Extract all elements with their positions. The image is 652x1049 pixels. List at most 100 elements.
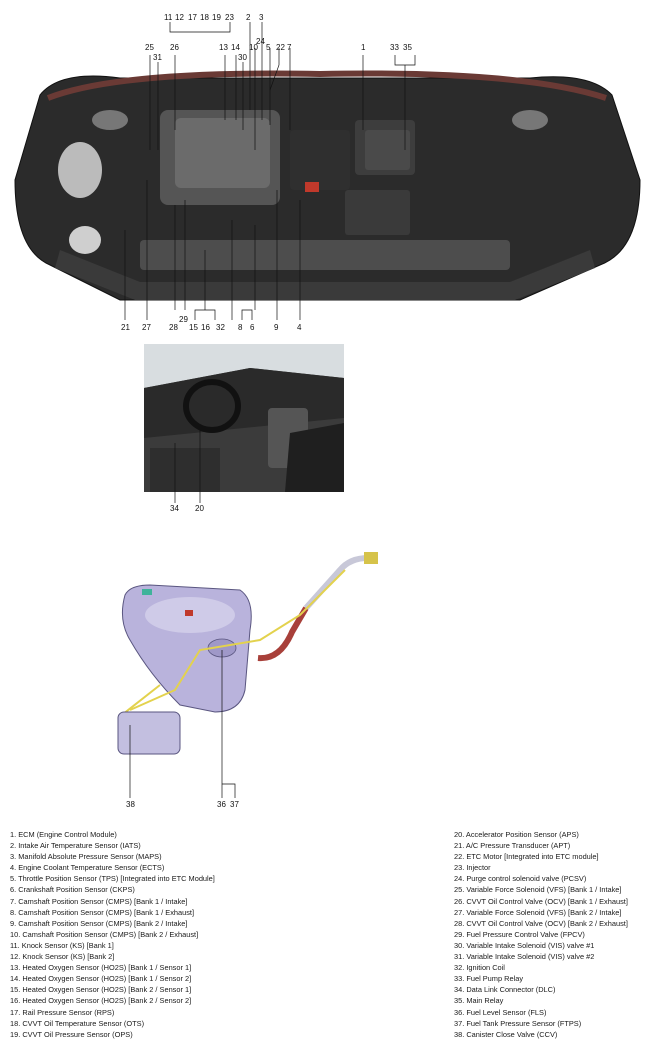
legend-item: 8. Camshaft Position Sensor (CMPS) [Bank… [10,907,195,917]
legend-item: 4. Engine Coolant Temperature Sensor (EC… [10,863,165,873]
callout-18: 18 [200,13,209,22]
legend-item: 13. Heated Oxygen Sensor (HO2S) [Bank 1 … [10,963,192,973]
callout-28: 28 [169,323,178,332]
callout-8: 8 [238,323,243,332]
callout-32: 32 [216,323,225,332]
callout-9: 9 [274,323,279,332]
legend-item: 28. CVVT Oil Control Valve (OCV) [Bank 2… [454,918,628,928]
callout-21: 21 [121,323,130,332]
callout-2: 2 [246,13,251,22]
steering-wheel [183,379,241,433]
callout-16: 16 [201,323,210,332]
callout-38: 38 [126,800,135,809]
battery [345,190,410,235]
legend-item: 32. Ignition Coil [454,963,505,973]
legend-item: 12. Knock Sensor (KS) [Bank 2] [10,952,115,962]
callout-15: 15 [189,323,198,332]
legend-item: 35. Main Relay [454,996,504,1006]
legend-item: 11. Knock Sensor (KS) [Bank 1] [10,940,114,950]
callout-5: 5 [266,43,271,52]
legend-item: 37. Fuel Tank Pressure Sensor (FTPS) [454,1018,582,1028]
callout-1: 1 [361,43,366,52]
callout-31: 31 [153,53,162,62]
air-filter-box [290,130,350,190]
filler-neck-cap [364,552,378,564]
callout-12: 12 [175,13,184,22]
strut-mount-left [92,110,128,130]
legend-item: 26. CVVT Oil Control Valve (OCV) [Bank 1… [454,896,628,906]
engine-bay-diagram: 11 12 17 18 19 23 2 3 24 25 26 13 14 10 … [14,13,641,332]
callout-20: 20 [195,504,204,513]
callout-30: 30 [238,53,247,62]
callout-24: 24 [256,37,265,46]
engine-cover [175,118,270,188]
callout-13: 13 [219,43,228,52]
coolant-reservoir [58,142,102,198]
legend-item: 7. Camshaft Position Sensor (CMPS) [Bank… [10,896,188,906]
callout-19: 19 [212,13,221,22]
legend-item: 20. Accelerator Position Sensor (APS) [454,830,579,839]
callout-27: 27 [142,323,151,332]
legend-right-column: 20. Accelerator Position Sensor (APS) 21… [454,829,628,1040]
callout-22: 22 [276,43,285,52]
bumper-trim [55,250,595,300]
legend-item: 24. Purge control solenoid valve (PCSV) [454,874,587,884]
legend-item: 18. CVVT Oil Temperature Sensor (OTS) [10,1018,145,1028]
callout-6: 6 [250,323,255,332]
callout-26: 26 [170,43,179,52]
legend-item: 14. Heated Oxygen Sensor (HO2S) [Bank 1 … [10,974,192,984]
hood-edge [46,70,607,101]
legend-item: 10. Camshaft Position Sensor (CMPS) [Ban… [10,929,199,939]
legend-item: 25. Variable Force Solenoid (VFS) [Bank … [454,885,622,895]
interior-diagram: 34 20 [144,344,344,513]
legend-item: 15. Heated Oxygen Sensor (HO2S) [Bank 2 … [10,985,192,995]
legend-item: 1. ECM (Engine Control Module) [10,830,117,839]
callout-25: 25 [145,43,154,52]
fuse-box [365,130,410,170]
footwell [150,448,220,492]
fuel-tank-diagram: 38 36 37 [117,552,378,809]
legend-item: 29. Fuel Pressure Control Valve (FPCV) [454,929,585,939]
tank-leader-lines [129,650,236,798]
legend-item: 19. CVVT Oil Pressure Sensor (OPS) [10,1029,133,1039]
callout-3: 3 [259,13,264,22]
callout-17: 17 [188,13,197,22]
legend-item: 30. Variable Intake Solenoid (VIS) valve… [454,940,595,950]
interior-leader-lines [174,430,201,503]
legend-item: 9. Camshaft Position Sensor (CMPS) [Bank… [10,918,188,928]
callout-33: 33 [390,43,399,52]
callout-23: 23 [225,13,234,22]
legend-item: 27. Variable Force Solenoid (VFS) [Bank … [454,907,622,917]
tank-cap-red [185,610,193,616]
callout-36: 36 [217,800,226,809]
legend-item: 21. A/C Pressure Transducer (APT) [454,841,571,851]
callout-10: 10 [249,43,258,52]
legend-item: 3. Manifold Absolute Pressure Sensor (MA… [10,852,162,862]
legend-item: 5. Throttle Position Sensor (TPS) [Integ… [10,874,215,884]
red-terminal [305,182,319,192]
driver-seat [285,423,344,492]
callout-35: 35 [403,43,412,52]
legend-item: 22. ETC Motor [Integrated into ETC modul… [454,852,599,862]
engine-leader-lines [124,22,416,320]
radiator-support [140,240,510,270]
callout-7: 7 [287,43,292,52]
tank-cap-green [142,589,152,595]
callout-34: 34 [170,504,179,513]
legend-left-column: 1. ECM (Engine Control Module) 2. Intake… [10,829,215,1040]
legend-item: 23. Injector [454,863,491,873]
vapor-line [129,569,346,711]
legend-item: 33. Fuel Pump Relay [454,974,524,984]
windshield [144,344,344,388]
legend-item: 36. Fuel Level Sensor (FLS) [454,1007,547,1017]
legend-item: 34. Data Link Connector (DLC) [454,985,556,995]
filler-pipe-hose [257,606,309,662]
strut-mount-right [512,110,548,130]
callout-29: 29 [179,315,188,324]
washer-reservoir [69,226,101,254]
legend-item: 31. Variable Intake Solenoid (VIS) valve… [454,952,595,962]
legend-item: 38. Canister Close Valve (CCV) [454,1029,558,1039]
canister [117,711,181,755]
callout-14: 14 [231,43,240,52]
legend-item: 6. Crankshaft Position Sensor (CKPS) [10,885,135,895]
